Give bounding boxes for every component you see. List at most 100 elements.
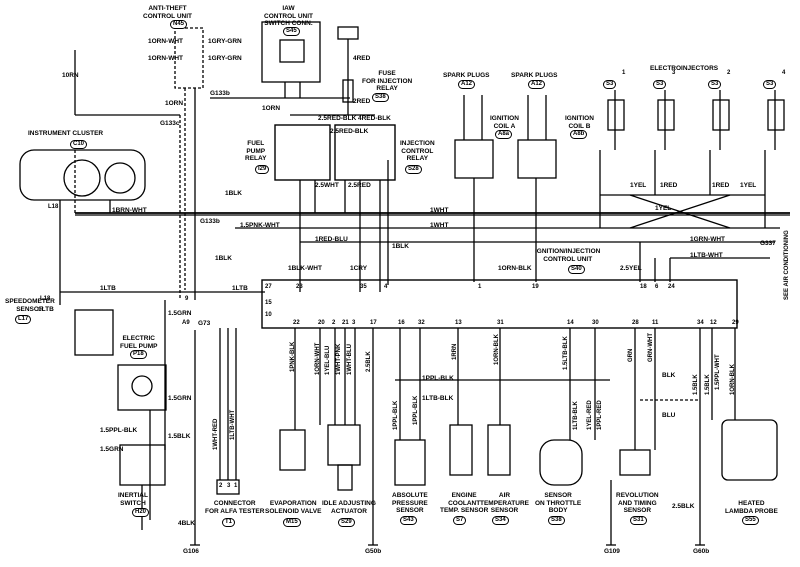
inertial-switch-code: H20 <box>132 508 150 517</box>
wire-label: 1BLK <box>225 190 242 197</box>
pin-number: 13 <box>455 320 462 326</box>
evap-valve-title: EVAPORATION SOLENOID VALVE <box>265 500 322 515</box>
lambda-title: HEATED LAMBDA PROBE <box>725 500 778 515</box>
wire-label: 1PNK-BLK <box>290 341 296 372</box>
spark-plugs-b-code: A12 <box>528 80 546 89</box>
wire-label: 1ORN-BLK <box>498 265 532 272</box>
wire-label: 2.5WHT <box>315 182 339 189</box>
coil-a-code: A8a <box>495 130 513 139</box>
pin-number: 29 <box>732 320 739 326</box>
inertial-switch-title: INERTIAL SWITCH <box>118 492 148 507</box>
wire-label: 1YEL-RED <box>587 400 593 430</box>
wire-label: GRN <box>628 348 634 362</box>
alfa-connector-code: T1 <box>222 518 236 527</box>
wire-label: 1YEL <box>630 182 647 189</box>
wire-label: 1ORN-BLK <box>730 364 736 395</box>
pin-number: 32 <box>418 320 425 326</box>
wire-label: 1BLK <box>215 255 232 262</box>
injector-3-code: S3 <box>653 80 667 89</box>
wire-label: 1.5LTB-BLK <box>563 336 569 370</box>
pin-number: 12 <box>710 320 717 326</box>
wire-label: 1.5BLK <box>705 374 711 395</box>
pin-number: L18 <box>40 296 51 302</box>
injector-2-code: S3 <box>708 80 722 89</box>
ground-g106: G106 <box>183 548 199 555</box>
wire-label: 4BLK <box>178 520 195 527</box>
pin-number: 20 <box>318 320 325 326</box>
pin-number: 14 <box>567 320 574 326</box>
wire-label: 1WHT <box>430 207 449 214</box>
wire-label: 1YEL <box>655 205 672 212</box>
splice-g133b-2: G133b <box>200 218 220 225</box>
wire-label: 1BRN-WHT <box>112 207 147 214</box>
control-unit-code: S40 <box>568 265 585 274</box>
pin-number: 2 <box>219 483 223 489</box>
wire-label: 1RED <box>712 182 730 189</box>
pin-number: 22 <box>293 320 300 326</box>
wire-label: 1ORN-WHT <box>148 55 184 62</box>
wire-label: 1.5GRN <box>168 310 192 317</box>
wire-label: 2.5BLK <box>366 351 372 372</box>
pin-number: 1 <box>234 483 238 489</box>
wire-label: 1LTB-WHT <box>230 409 236 440</box>
pin-number: 31 <box>497 320 504 326</box>
wire-label: 1ORN <box>165 100 184 107</box>
wire-label: 1WHT-RED <box>213 418 219 450</box>
idle-actuator-title: IDLE ADJUSTING ACTUATOR <box>322 500 376 515</box>
wire-label: GRN-WHT <box>648 333 654 362</box>
wire-label: 2RED <box>353 98 371 105</box>
pin-number: 21 <box>342 320 349 326</box>
wire-label: 1.5PNK-WHT <box>240 222 280 229</box>
wire-label: 1ORN-WHT <box>148 38 184 45</box>
wire-label: 1.5PPL-WHT <box>715 354 721 390</box>
wire-label: 1WHT-PNK <box>336 343 342 375</box>
wire-label: 1WHT-BLU <box>347 344 353 375</box>
spark-plugs-b-title: SPARK PLUGS <box>511 72 558 79</box>
coil-b-title: IGNITION COIL B <box>565 115 594 130</box>
wire-label: 2.5BLK <box>672 503 695 510</box>
wire-label: 1GRN-WHT <box>690 236 726 243</box>
wire-label: 1RED <box>660 182 678 189</box>
wire-label: 2.5RED <box>348 182 371 189</box>
wire-label: 10RN <box>62 72 79 79</box>
pin-number: 28 <box>632 320 639 326</box>
wire-label: 1LTB-BLK <box>573 401 579 430</box>
wire-label: 1LTB <box>232 285 248 292</box>
wire-label: 1GRY-GRN <box>208 55 242 62</box>
evap-valve-code: M15 <box>283 518 301 527</box>
pin-number: L18 <box>48 204 59 210</box>
wire-label: 1.5BLK <box>693 374 699 395</box>
speedometer-code: L17 <box>15 315 32 324</box>
fuse-code: S38 <box>372 93 389 102</box>
throttle-title: SENSOR ON THROTTLE BODY <box>535 492 582 514</box>
pin-number: 2 <box>332 320 336 326</box>
pin-number: 23 <box>296 284 303 290</box>
wire-label: 2.5RED-BLK <box>330 128 369 135</box>
splice-g337: G337 <box>760 240 776 247</box>
wire-label: 1PPL-BLK <box>413 395 419 425</box>
pin-number: A9 <box>182 320 190 326</box>
abs-pressure-code: S43 <box>400 516 417 525</box>
wire-label: 1PPL-BLK <box>422 375 454 382</box>
pin-number: 9 <box>185 296 189 302</box>
pin-number: 30 <box>592 320 599 326</box>
injector-4-code: S3 <box>763 80 777 89</box>
ground-g109: G109 <box>604 548 620 555</box>
injector-2-number: 2 <box>727 70 731 76</box>
iaw-switch-code: S45 <box>283 27 300 36</box>
wire-label: 1ORN <box>262 105 281 112</box>
wire-label: 1.5GRN <box>100 446 124 453</box>
splice-g73: G73 <box>198 320 211 327</box>
throttle-code: S38 <box>548 516 565 525</box>
instrument-cluster-title: INSTRUMENT CLUSTER <box>28 130 104 137</box>
pin-number: 10 <box>265 312 272 318</box>
spark-plugs-a-title: SPARK PLUGS <box>443 72 490 79</box>
pin-number: 6 <box>655 284 659 290</box>
wire-label: 2.5RED-BLK <box>318 115 357 122</box>
coil-b-code: A8b <box>570 130 588 139</box>
wire-label: 1YEL <box>740 182 757 189</box>
wire-label: 1GRY-GRN <box>208 38 242 45</box>
wire-label: 1RRN <box>452 343 458 360</box>
